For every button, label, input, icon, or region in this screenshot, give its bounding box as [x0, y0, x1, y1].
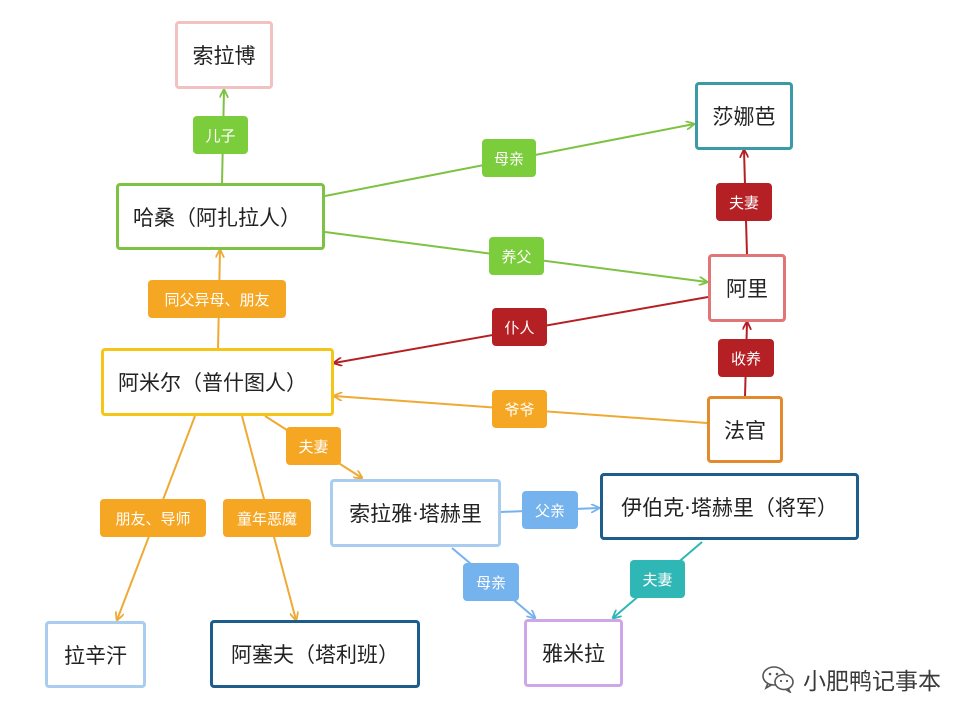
label-son: 儿子 [193, 116, 248, 154]
node-amir: 阿米尔（普什图人） [101, 348, 334, 416]
label-adoptive-father: 养父 [489, 237, 544, 275]
label-childhood-demon: 童年恶魔 [223, 499, 311, 537]
label-father: 父亲 [522, 491, 578, 529]
wechat-icon [761, 665, 795, 695]
node-hassan: 哈桑（阿扎拉人） [116, 183, 325, 250]
watermark: 小肥鸭记事本 [761, 663, 941, 695]
label-mother-soraya: 母亲 [463, 563, 519, 601]
watermark-text: 小肥鸭记事本 [803, 669, 941, 695]
node-jamila: 雅米拉 [524, 619, 623, 687]
node-shana: 莎娜芭 [695, 82, 793, 150]
label-servant: 仆人 [492, 308, 547, 346]
node-assef: 阿塞夫（塔利班） [210, 620, 420, 688]
node-ali: 阿里 [708, 254, 786, 322]
label-mother: 母亲 [482, 139, 536, 177]
label-couple-top: 夫妻 [716, 183, 772, 221]
node-rahim: 拉辛汗 [45, 621, 146, 688]
label-friend-mentor: 朋友、导师 [100, 499, 206, 537]
node-solab: 索拉博 [175, 21, 273, 89]
node-general: 伊伯克·塔赫里（将军） [600, 473, 859, 540]
label-half-brother: 同父异母、朋友 [148, 280, 286, 318]
label-couple-amir: 夫妻 [286, 427, 341, 465]
label-couple-general: 夫妻 [630, 560, 685, 598]
node-soraya: 索拉雅·塔赫里 [330, 479, 501, 547]
label-grandpa: 爷爷 [492, 390, 547, 428]
label-adopt: 收养 [718, 339, 774, 377]
node-judge: 法官 [707, 396, 783, 463]
